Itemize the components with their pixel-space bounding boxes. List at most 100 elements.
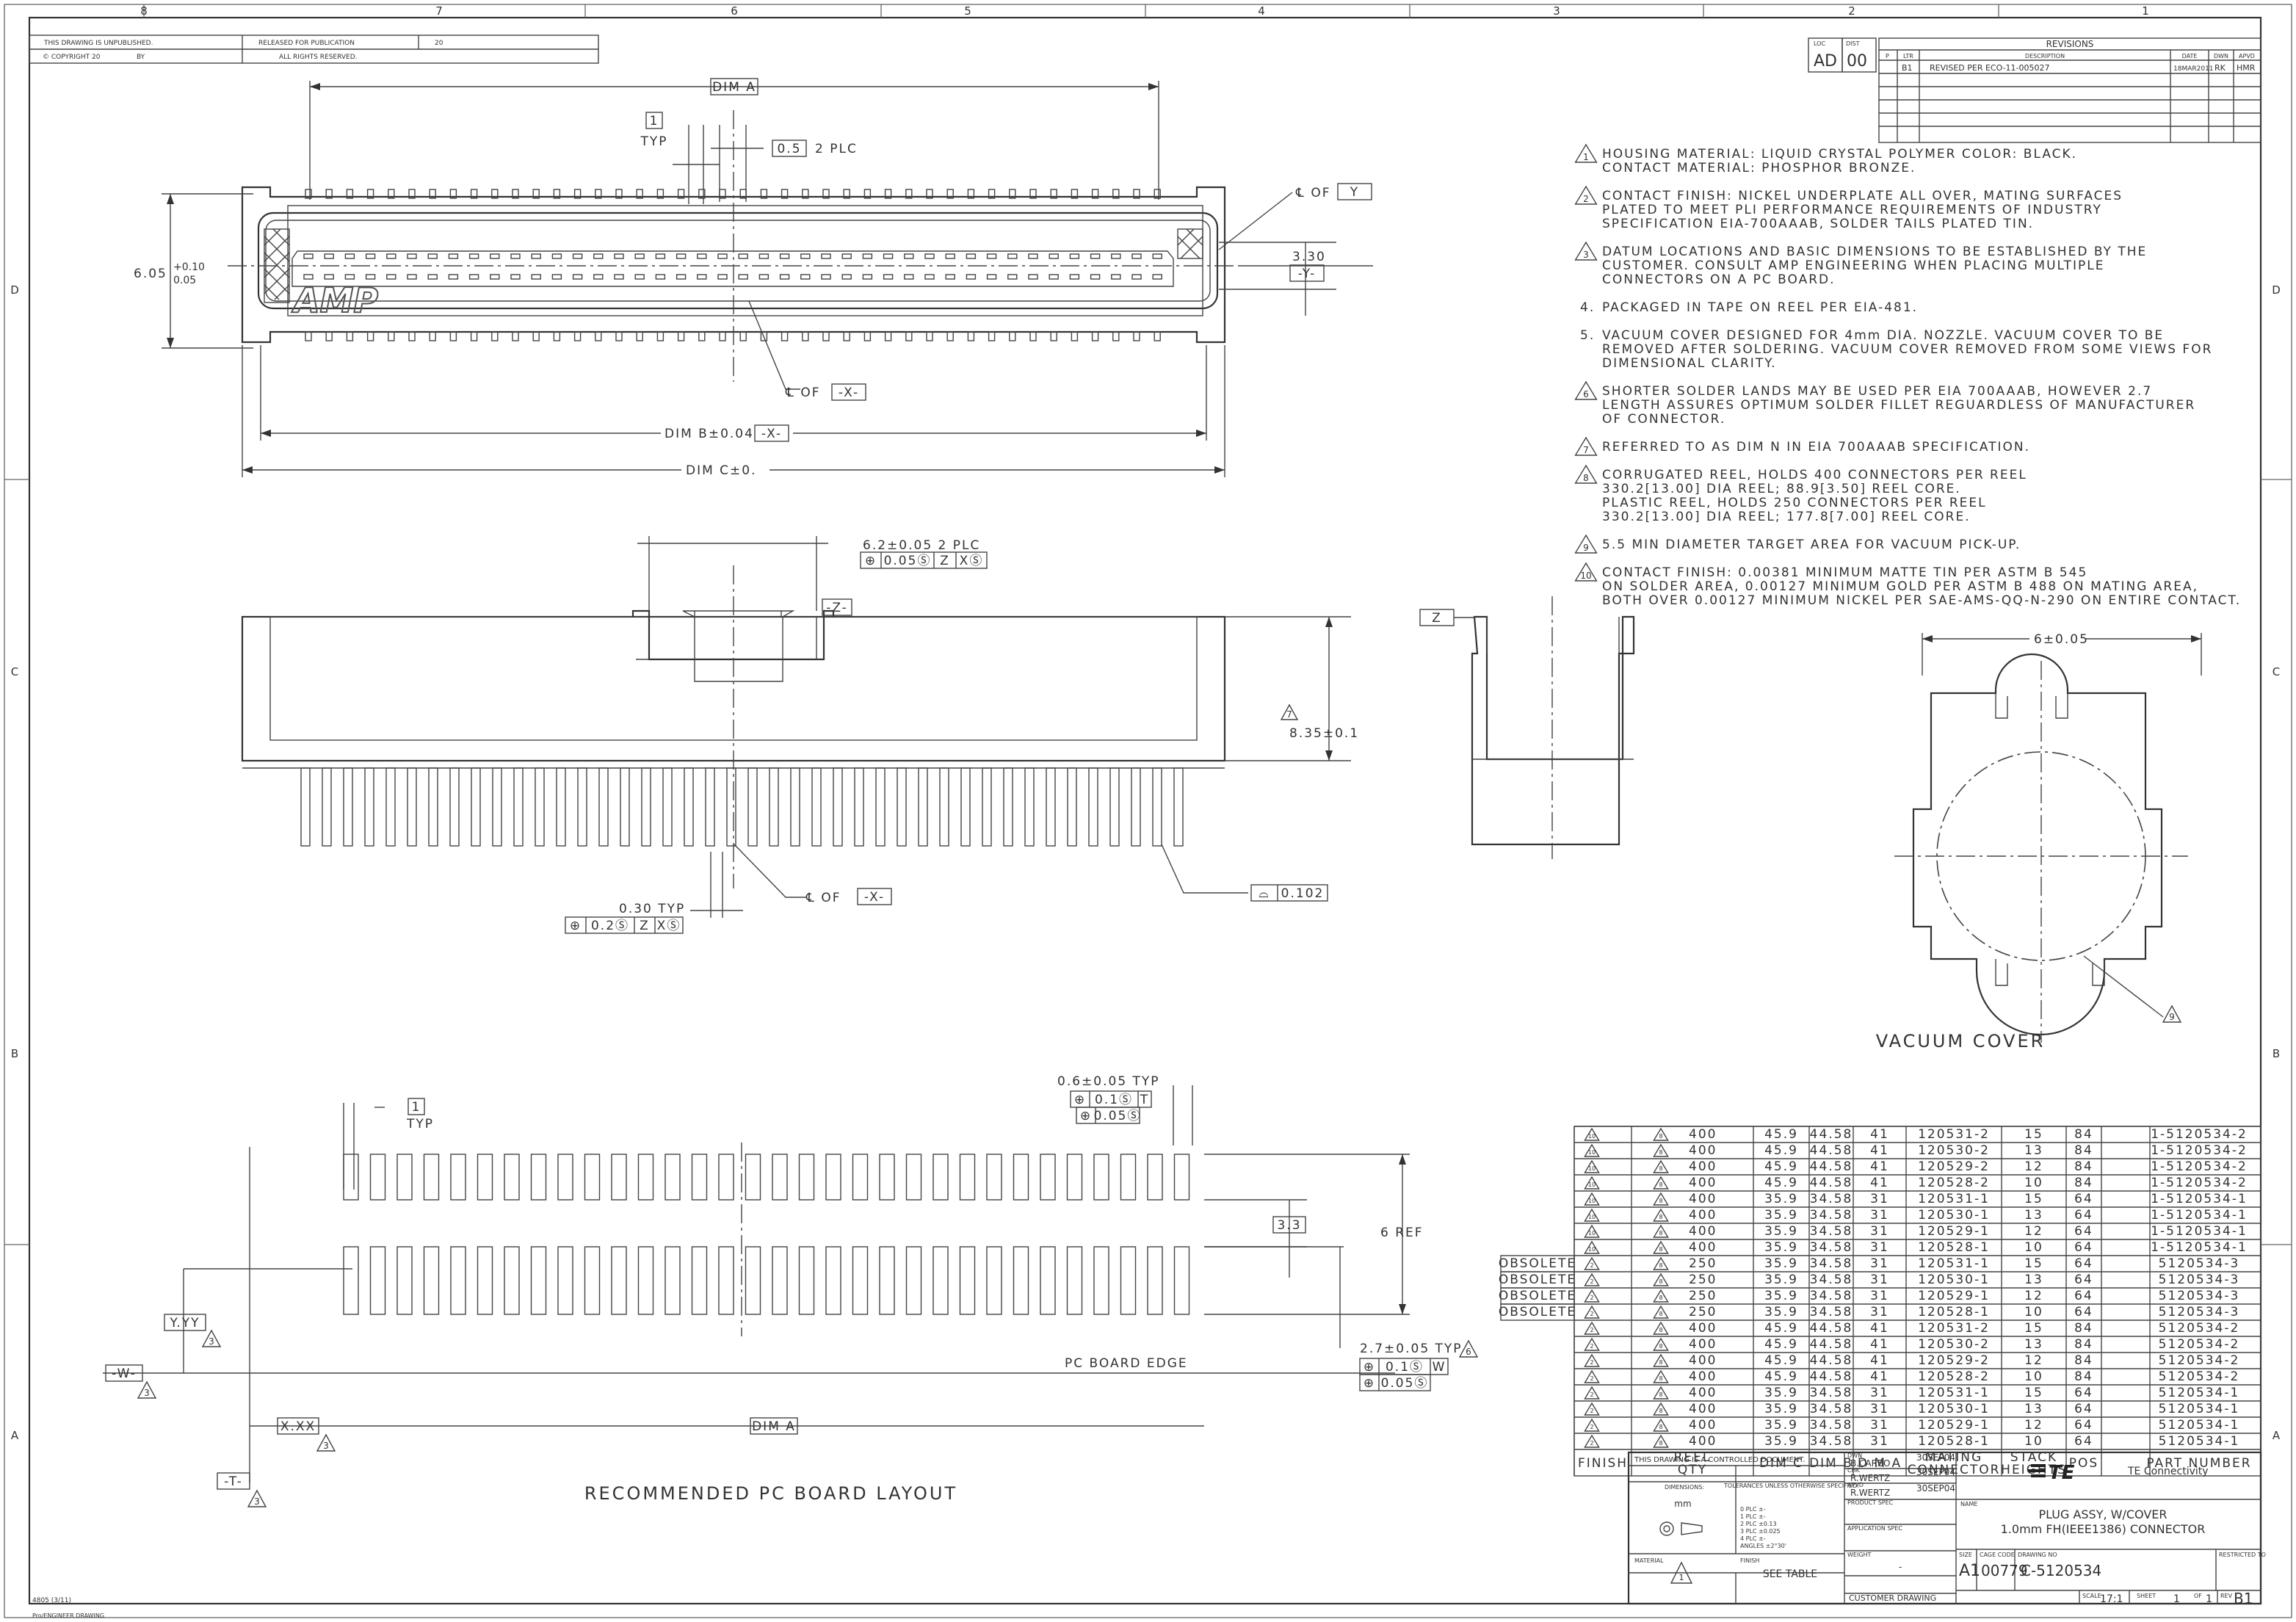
contact-pin <box>822 331 830 341</box>
copyright-label: © COPYRIGHT 20 <box>43 54 101 61</box>
contact-pin <box>491 189 499 199</box>
solder-tail <box>641 767 651 847</box>
solder-pad <box>1093 1154 1109 1201</box>
note-number: 4. <box>1580 300 1595 315</box>
table-cell-dim-c: 35.9 <box>1764 1272 1798 1287</box>
contact-slot <box>324 253 334 259</box>
contact-slot <box>717 274 728 280</box>
fcf-tolerance: 0.05Ⓢ <box>1381 1376 1429 1391</box>
solder-pad <box>691 1154 708 1201</box>
note-flag-number: 2 <box>1590 1262 1593 1269</box>
contact-pin <box>656 189 664 199</box>
solder-tail <box>343 767 353 847</box>
solder-pad <box>343 1246 359 1315</box>
contact-slot <box>614 253 624 259</box>
note-flag: 8 <box>1653 1418 1669 1432</box>
contact-pin <box>967 331 975 341</box>
solder-tail <box>747 767 758 847</box>
rev-label: REV <box>2220 1593 2233 1599</box>
contact-slot <box>1111 274 1121 280</box>
dim-27: 2.7±0.05 TYP <box>1360 1342 1463 1356</box>
typ-label: TYP <box>640 134 667 149</box>
table-cell-dim-b: 34.58 <box>1810 1192 1853 1206</box>
table-cell-dim-a: 41 <box>1870 1353 1889 1368</box>
table-column-header: DIM C <box>1759 1456 1803 1471</box>
dwn-date: 30SEP04 <box>1916 1452 1955 1463</box>
solder-tail <box>535 767 545 847</box>
contact-slot <box>945 274 955 280</box>
zone-label: 2 <box>1848 4 1855 18</box>
dim-c-label: DIM C±0. <box>686 463 757 478</box>
contact-slot <box>634 253 645 259</box>
tol-row: 0 PLC ±- <box>1740 1506 1766 1513</box>
solder-tail <box>322 767 332 847</box>
table-cell-part: 1-5120534-1 <box>2151 1224 2248 1239</box>
note-line: SPECIFICATION EIA-700AAAB, SOLDER TAILS … <box>1602 217 2034 231</box>
solder-tail <box>577 767 587 847</box>
contact-slot <box>490 253 500 259</box>
apvd-name: R.WERTZ <box>1850 1488 1890 1498</box>
solder-pad <box>1040 1154 1056 1201</box>
fcf-datum: Z <box>640 919 650 933</box>
note-flag-number: 8 <box>1659 1440 1662 1447</box>
table-cell-reel-qty: 400 <box>1689 1224 1717 1239</box>
note-flag-number: 8 <box>1659 1359 1662 1366</box>
table-cell-mating: 120528-1 <box>1918 1305 1990 1319</box>
table-cell-stack: 12 <box>2024 1289 2043 1303</box>
solder-pad <box>450 1246 466 1315</box>
note-flag-number: 8 <box>1659 1230 1662 1237</box>
dim-06: 0.6±0.05 TYP <box>1057 1074 1160 1089</box>
application-spec-label: APPLICATION SPEC <box>1847 1525 1902 1532</box>
contact-slot <box>862 253 873 259</box>
note-flag: 3 <box>323 1441 329 1451</box>
contact-pin <box>491 331 499 341</box>
note-flag: 8 <box>1653 1369 1669 1383</box>
contact-slot <box>593 274 604 280</box>
note-flag: 3 <box>254 1496 260 1507</box>
note-flag: 9 <box>1574 534 1598 554</box>
bottom-contact-pins <box>305 331 1161 341</box>
table-cell-dim-c: 45.9 <box>1764 1369 1798 1384</box>
note-flag: 2 <box>1584 1353 1600 1367</box>
table-cell-dim-a: 31 <box>1870 1272 1889 1287</box>
rev-description: REVISED PER ECO-11-005027 <box>1930 63 2050 73</box>
contact-pin <box>1071 331 1079 341</box>
contact-pin <box>884 189 892 199</box>
solder-pad <box>745 1246 761 1315</box>
size-value: A1 <box>1959 1562 1980 1580</box>
note-line: PLATED TO MEET PLI PERFORMANCE REQUIREME… <box>1602 203 2102 217</box>
table-cell-part: 1-5120534-2 <box>2151 1176 2248 1190</box>
note-flag-number: 10 <box>1588 1230 1596 1237</box>
contact-pin <box>781 189 789 199</box>
tolerances-label: TOLERANCES UNLESS OTHERWISE SPECIFIED: <box>1723 1482 1859 1489</box>
solder-pad <box>611 1154 627 1201</box>
table-cell-part: 5120534-1 <box>2159 1386 2240 1400</box>
contact-slot <box>1069 274 1080 280</box>
contact-slot <box>344 274 355 280</box>
dim-xxx: X.XX <box>280 1419 316 1434</box>
contact-slot <box>841 274 852 280</box>
vacuum-cover: 6±0.05 9 VACUUM COVER <box>1876 631 2202 1051</box>
contact-pin <box>305 189 312 199</box>
contact-slot <box>551 274 562 280</box>
solder-pad <box>477 1246 493 1315</box>
contact-pin <box>1009 331 1016 341</box>
contact-slot <box>448 253 459 259</box>
sheet-value: 1 <box>2173 1593 2180 1605</box>
note-flag: 10 <box>1574 562 1598 582</box>
note-item: 5.VACUUM COVER DESIGNED FOR 4mm DIA. NOZ… <box>1580 328 2211 371</box>
solder-pad <box>798 1154 815 1201</box>
solder-pad <box>637 1154 654 1201</box>
solder-pad <box>718 1246 734 1315</box>
solder-pad <box>959 1246 976 1315</box>
obsolete-label: OBSOLETE <box>1499 1305 1576 1319</box>
fcf-symbol: ⊕ <box>570 919 582 933</box>
solder-tail <box>854 767 864 847</box>
material-flag: 1 <box>1679 1573 1684 1582</box>
zone-label: B <box>2273 1047 2280 1060</box>
